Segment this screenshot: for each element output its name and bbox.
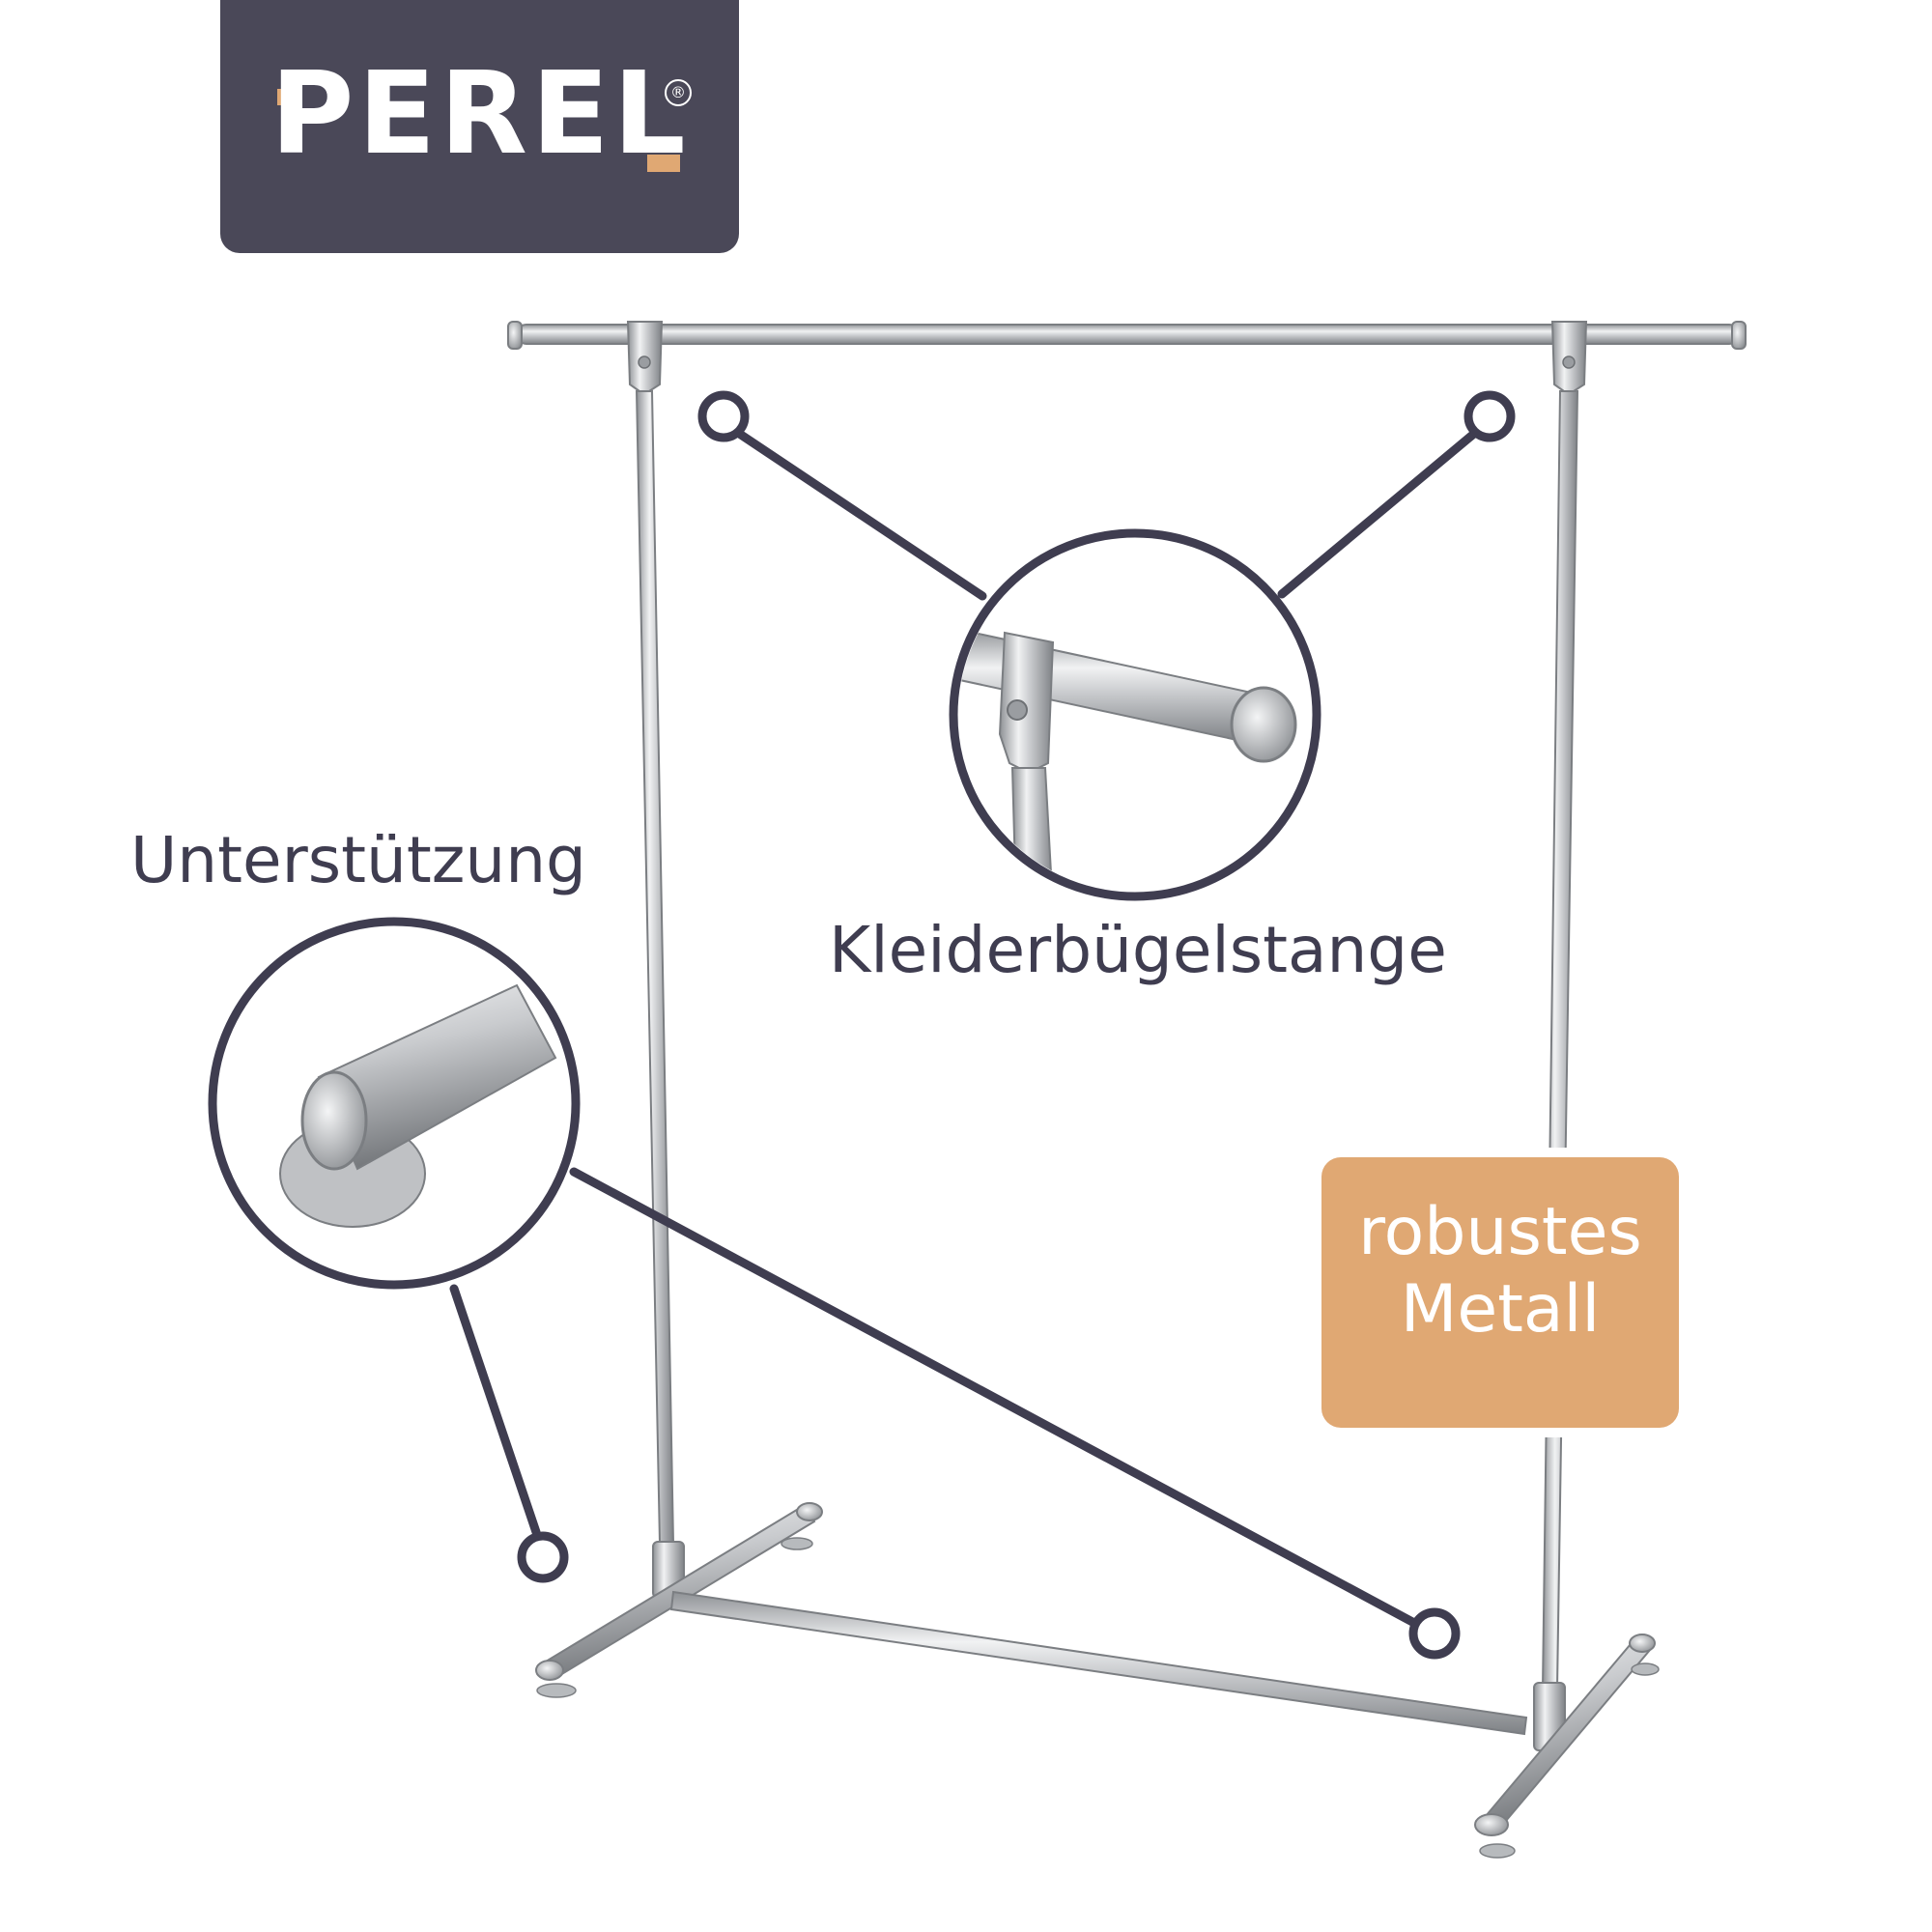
anchor-dot-bottom-left xyxy=(517,1531,569,1583)
logo-accent-mark xyxy=(277,89,298,105)
perel-logo: PEREL ® xyxy=(220,0,739,253)
support-label: Unterstützung xyxy=(130,823,586,897)
anchor-dot-bottom-right xyxy=(1408,1607,1461,1660)
top-hanger-rod xyxy=(507,321,1747,350)
base-left xyxy=(535,1502,1528,1736)
logo-text: PEREL xyxy=(270,46,690,180)
zoom-detail-support-foot xyxy=(208,917,581,1290)
callout-lines xyxy=(449,428,1480,1628)
upright-left xyxy=(635,390,675,1545)
badge-line-2: Metall xyxy=(1400,1271,1601,1348)
base-right xyxy=(1474,1634,1660,1859)
logo-accent-underline xyxy=(647,155,680,172)
rod-connector-right xyxy=(1550,321,1588,392)
zoom-detail-hanger-rod xyxy=(949,528,1321,901)
upright-right xyxy=(1541,390,1579,1690)
anchor-dot-top-left xyxy=(697,390,750,442)
anchor-dot-top-right xyxy=(1463,390,1516,442)
robust-metal-badge: robustes Metall xyxy=(1321,1157,1679,1428)
registered-mark: ® xyxy=(665,79,692,106)
callout-anchors xyxy=(517,390,1516,1660)
badge-line-1: robustes xyxy=(1358,1194,1642,1270)
rod-connector-left xyxy=(626,321,664,392)
hanger-rod-label: Kleiderbügelstange xyxy=(829,913,1447,987)
